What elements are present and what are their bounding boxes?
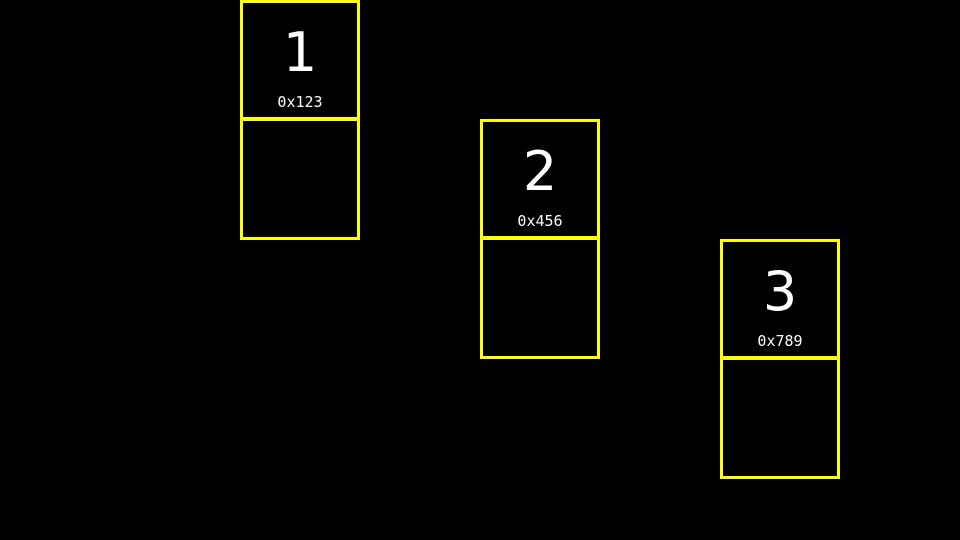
node-2-data-cell: 2 0x456 [480,119,600,239]
list-node-3: 3 0x789 [720,239,840,479]
node-1-data-cell: 1 0x123 [240,0,360,120]
node-3-value: 3 [762,260,798,323]
node-2-address: 0x456 [517,212,563,230]
node-3-data-cell: 3 0x789 [720,239,840,359]
node-3-pointer-cell [720,357,840,479]
list-node-1: 1 0x123 [240,0,360,240]
node-2-pointer-cell [480,237,600,359]
node-1-value: 1 [282,21,318,84]
list-node-2: 2 0x456 [480,119,600,359]
node-1-pointer-cell [240,118,360,240]
node-2-value: 2 [522,140,558,203]
node-1-address: 0x123 [277,93,323,111]
node-3-address: 0x789 [757,332,803,350]
